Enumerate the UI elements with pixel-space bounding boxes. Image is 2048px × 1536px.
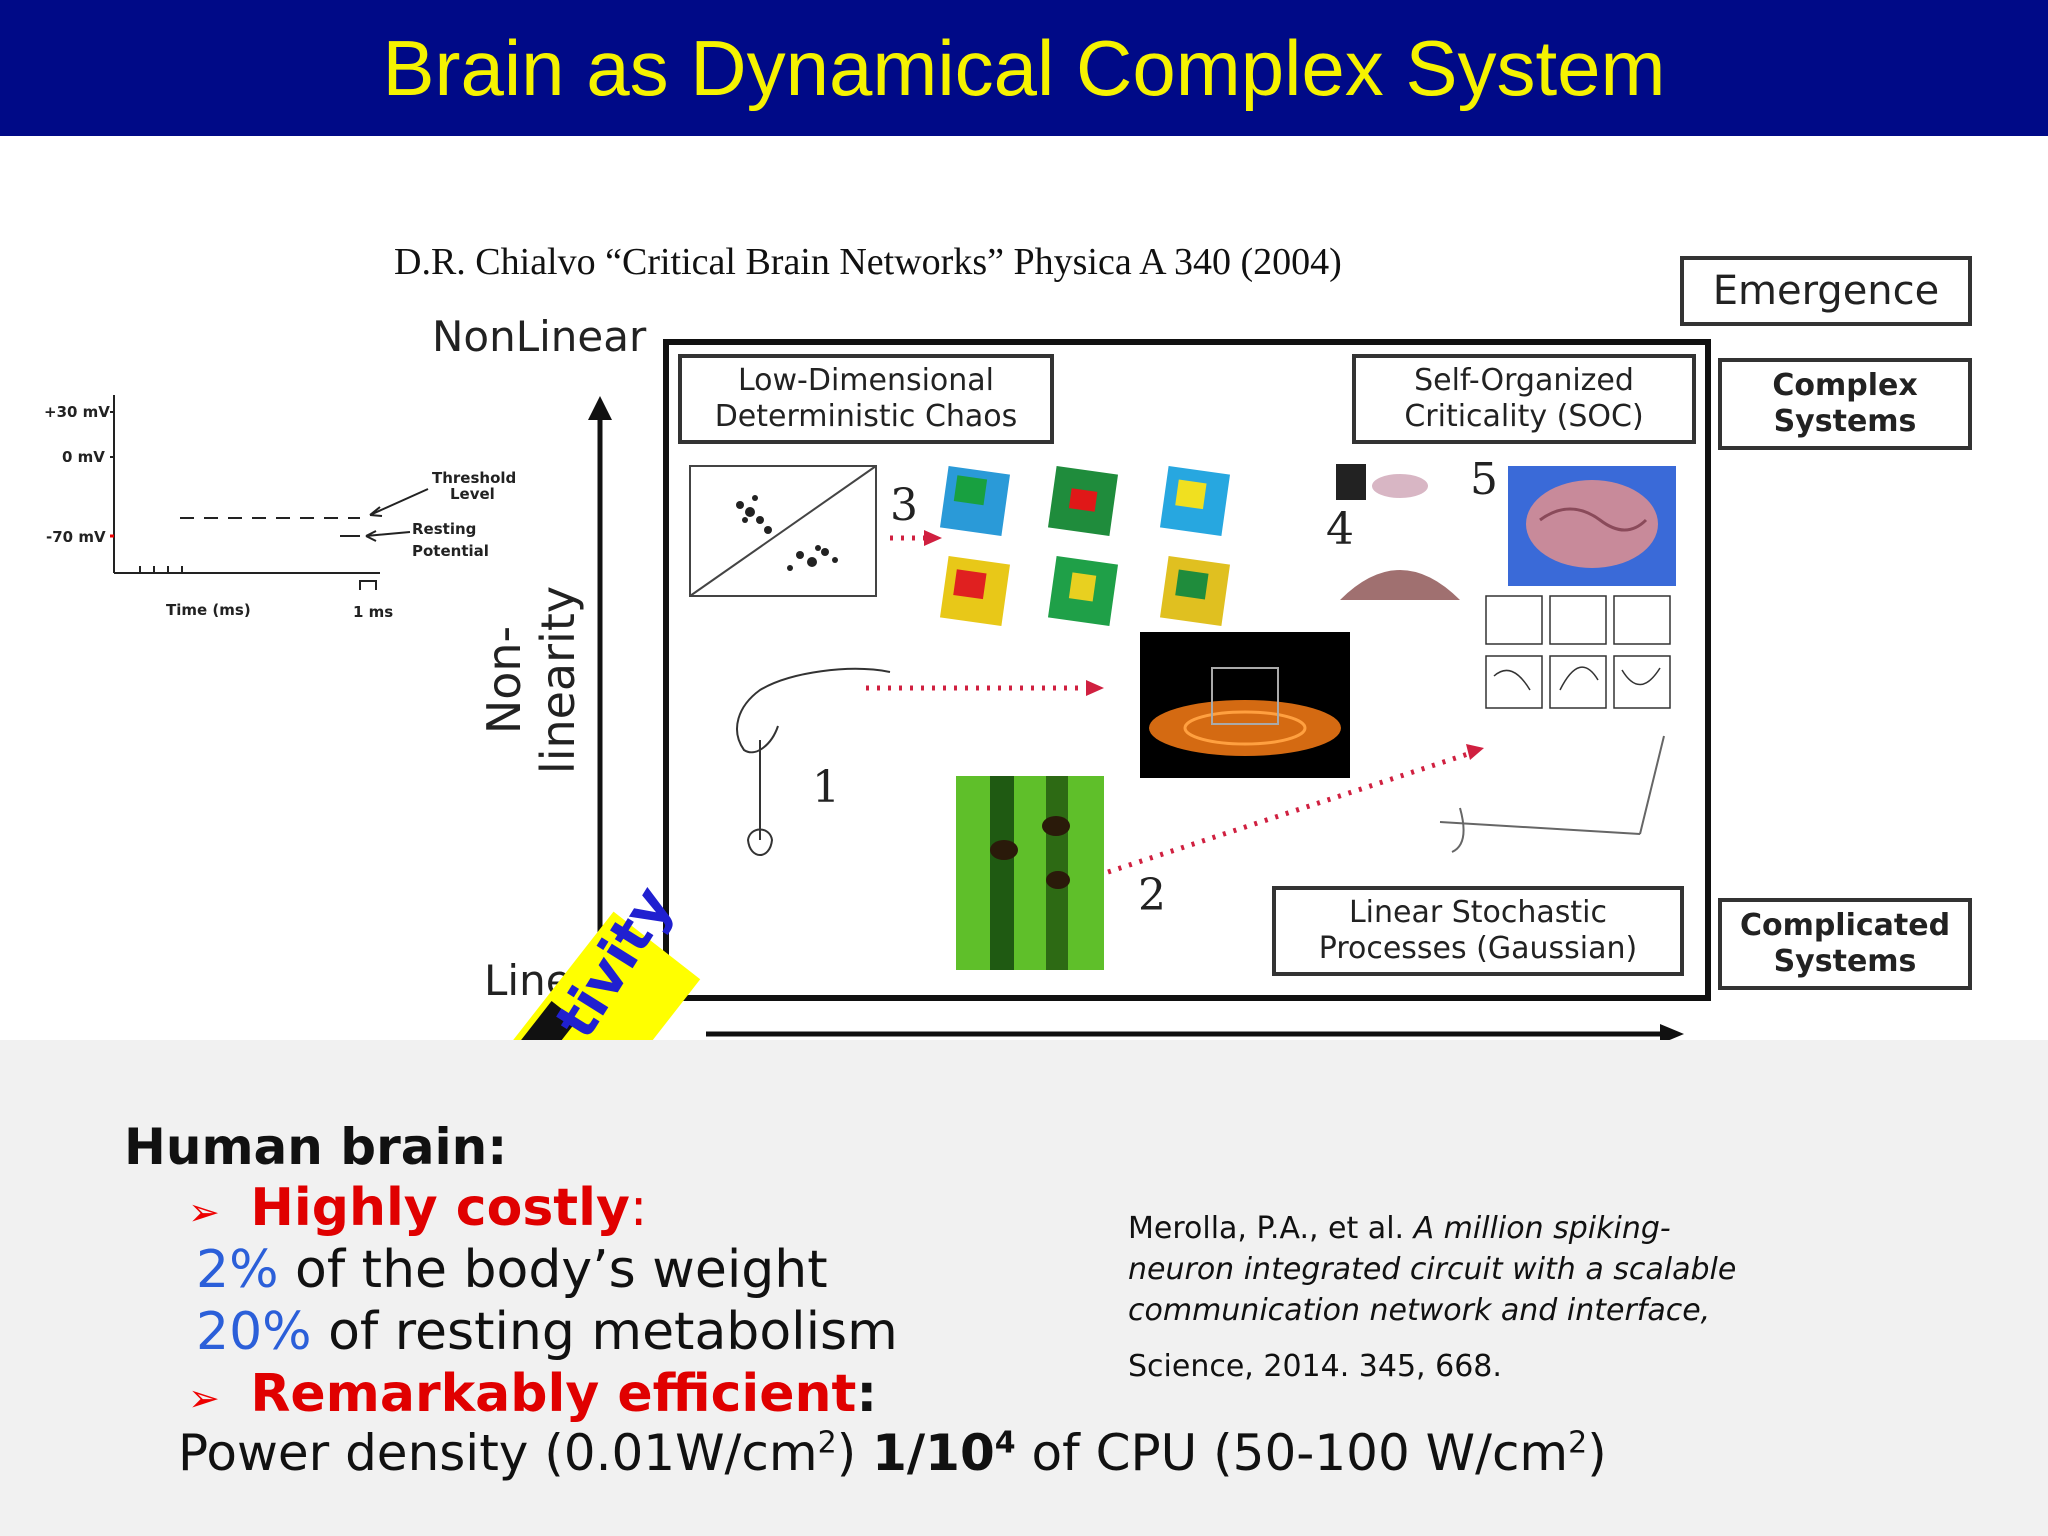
y-axis-arrowhead — [588, 396, 612, 420]
label-minus70: -70 mV — [46, 528, 106, 546]
slide-title: Brain as Dynamical Complex System — [382, 23, 1666, 112]
power-density-line: Power density (0.01W/cm2) 1/104 of CPU (… — [178, 1424, 1607, 1482]
ants-image — [956, 776, 1104, 970]
complex-line2: Systems — [1773, 404, 1917, 439]
complicated-line2: Systems — [1773, 944, 1917, 979]
bullet-arrow-icon: ➢ — [188, 1190, 220, 1234]
highly-costly-colon: : — [629, 1178, 648, 1238]
reference-title-1: A million spiking- — [1413, 1211, 1671, 1246]
label-time: Time (ms) — [166, 601, 251, 619]
label-resting-1: Resting — [412, 520, 476, 538]
bullet-arrow-icon-2: ➢ — [188, 1376, 220, 1420]
number-4: 4 — [1326, 504, 1354, 555]
power-ratio: 1/10 — [872, 1424, 995, 1482]
scatter-plot-image — [689, 465, 877, 597]
number-1: 1 — [812, 762, 840, 813]
reference-title-2: neuron integrated circuit with a scalabl… — [1128, 1252, 1737, 1287]
reference-line1: Merolla, P.A., et al. A million spiking- — [1128, 1208, 1736, 1249]
label-zero: 0 mV — [62, 448, 105, 466]
brain-image — [1508, 466, 1676, 586]
power-sup-1: 2 — [817, 1425, 837, 1461]
human-brain-heading: Human brain: — [124, 1118, 508, 1176]
power-text-b: ) — [836, 1424, 873, 1482]
gauss-line2: Processes (Gaussian) — [1318, 931, 1638, 966]
emergence-box: Emergence — [1680, 256, 1972, 326]
chaos-line2: Deterministic Chaos — [714, 399, 1018, 434]
highly-costly-label: Highly costly — [250, 1178, 630, 1238]
resting-arrow — [365, 530, 411, 542]
power-sup-2: 4 — [994, 1425, 1016, 1461]
reference-block: Merolla, P.A., et al. A million spiking-… — [1128, 1208, 1736, 1387]
number-2: 2 — [1138, 870, 1166, 921]
power-sup-3: 2 — [1568, 1425, 1588, 1461]
sandpile-image — [1336, 464, 1460, 600]
power-text-d: ) — [1587, 1424, 1607, 1482]
x-axis-arrowhead — [1660, 1024, 1684, 1040]
power-text-c: of CPU (50-100 W/cm — [1015, 1424, 1569, 1482]
soc-line2: Criticality (SOC) — [1404, 399, 1644, 434]
metabolism-percent: 20% — [196, 1302, 312, 1362]
bullet-remarkably-efficient: ➢ Remarkably efficient: — [188, 1364, 877, 1424]
label-1ms: 1 ms — [353, 603, 393, 621]
number-5: 5 — [1470, 454, 1498, 505]
label-threshold-1: Threshold — [432, 469, 516, 487]
spiral-wave-image — [1140, 632, 1350, 778]
soc-line1: Self-Organized — [1414, 363, 1634, 398]
metabolism-line: 20% of resting metabolism — [196, 1302, 898, 1362]
label-resting-2: Potential — [412, 542, 489, 560]
label-plus30: +30 mV — [44, 403, 110, 421]
action-potential-figure: +30 mV 0 mV -70 mV Threshold Level Resti… — [44, 395, 516, 621]
emergence-label: Emergence — [1712, 268, 1940, 314]
bullet-highly-costly: ➢ Highly costly: — [188, 1178, 647, 1238]
neuron-image — [1439, 735, 1665, 853]
gauss-line1: Linear Stochastic — [1348, 895, 1608, 930]
title-bar: Brain as Dynamical Complex System — [0, 0, 2048, 136]
remarkably-efficient-colon: : — [856, 1364, 878, 1424]
reference-title-3: communication network and interface, — [1128, 1293, 1711, 1328]
number-3: 3 — [890, 480, 918, 531]
weight-text: of the body’s weight — [278, 1240, 828, 1300]
axis-top-label: NonLinear — [432, 312, 647, 361]
network-images — [1485, 595, 1671, 709]
bottom-panel — [0, 1040, 2048, 1536]
label-threshold-2: Level — [450, 485, 495, 503]
weight-line: 2% of the body’s weight — [196, 1240, 828, 1300]
complicated-line1: Complicated — [1739, 908, 1951, 943]
citation: D.R. Chialvo “Critical Brain Networks” P… — [394, 241, 1342, 283]
remarkably-efficient-label: Remarkably efficient — [250, 1364, 857, 1424]
complex-line1: Complex — [1772, 368, 1918, 403]
power-text-a: Power density (0.01W/cm — [178, 1424, 818, 1482]
heatmap-images — [939, 465, 1231, 627]
weight-percent: 2% — [196, 1240, 279, 1300]
metabolism-text: of resting metabolism — [311, 1302, 898, 1362]
reference-journal: Science, 2014. 345, 668. — [1128, 1349, 1502, 1384]
diagram-illustrations: 1 2 3 4 5 — [689, 454, 1676, 970]
dotted-arrows — [866, 535, 1475, 875]
chaos-line1: Low-Dimensional — [737, 363, 995, 398]
threshold-arrow — [369, 488, 429, 517]
reference-authors: Merolla, P.A., et al. — [1128, 1211, 1414, 1246]
hand-pendulum-image — [736, 667, 891, 856]
